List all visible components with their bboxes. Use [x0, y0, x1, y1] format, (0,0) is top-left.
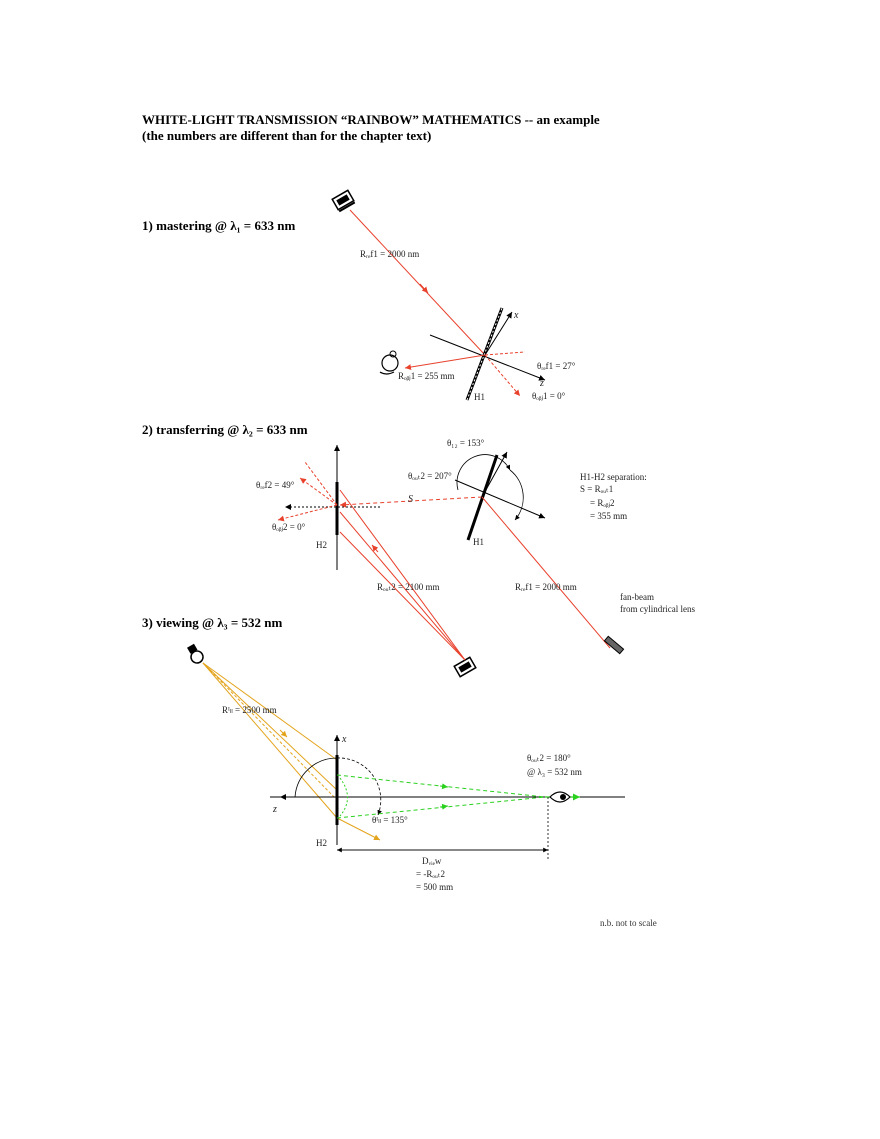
- separation-beam: [339, 496, 483, 508]
- label-s: S: [408, 494, 413, 505]
- label-h1-b: H1: [473, 537, 484, 547]
- axis-z-1: [429, 334, 546, 381]
- label-theta-ref1: θᵣₑf1 = 27°: [537, 361, 576, 371]
- label-r-ref1: Rᵣₑf1 = 2000 nm: [360, 249, 419, 259]
- label-fanbeam-2: from cylindrical lens: [620, 604, 695, 614]
- label-fanbeam-1: fan-beam: [620, 592, 654, 602]
- label-x-c: x: [341, 734, 347, 745]
- laser-icon-2: [453, 656, 477, 678]
- section-mastering: Rᵣₑf1 = 2000 nm Rₒᵦⱼ1 = 255 mm θᵣₑf1 = 2…: [331, 189, 576, 402]
- label-h2-c: H2: [316, 838, 327, 848]
- label-theta-obj1: θₒᵦⱼ1 = 0°: [532, 391, 566, 401]
- label-theta-12: θ₁₂ = 153°: [447, 438, 485, 448]
- object-icon: [379, 350, 399, 375]
- step-1-heading: 1) mastering @ λ₁ = 633 nm: [142, 218, 296, 233]
- label-lambda3: @ λ₃ = 532 nm: [527, 767, 582, 777]
- label-h1-a: H1: [474, 392, 485, 402]
- cylindrical-lens-icon: [603, 635, 625, 655]
- label-separation-4: = 355 mm: [590, 511, 627, 521]
- label-z-c: z: [272, 804, 277, 815]
- reference-beam-1: [349, 209, 486, 356]
- label-dview-1: Dᵥᵢₑw: [422, 856, 442, 866]
- label-separation-1: H1-H2 separation:: [580, 472, 647, 482]
- reference-beam-2: [481, 496, 611, 649]
- label-dview-2: = -Rₒᵤₜ2: [416, 869, 445, 879]
- label-r-obj1: Rₒᵦⱼ1 = 255 mm: [398, 371, 455, 381]
- label-theta-out2: θₒᵤₜ2 = 207°: [408, 471, 452, 481]
- label-separation-2: S = Rₒᵤₜ1: [580, 484, 613, 494]
- lamp-icon: [187, 643, 204, 664]
- object-beam-1: [404, 354, 486, 370]
- step-2-heading: 2) transferring @ λ₂ = 633 nm: [142, 422, 308, 437]
- step-3-heading: 3) viewing @ λ₃ = 532 nm: [142, 615, 283, 630]
- label-z-a: z: [539, 378, 544, 389]
- label-x-a: x: [513, 310, 519, 321]
- label-r-ref1b: Rᵣₑf1 = 2000 mm: [515, 582, 577, 592]
- label-separation-3: = Rₒᵦⱼ2: [590, 498, 615, 508]
- section-transferring: θᵣₑf2 = 49° θₒᵦⱼ2 = 0° H2 θ₁₂ = 153° θₒᵤ…: [256, 438, 695, 678]
- label-theta-obj2: θₒᵦⱼ2 = 0°: [272, 522, 306, 532]
- laser-icon: [331, 189, 356, 213]
- label-theta-ref2: θᵣₑf2 = 49°: [256, 480, 295, 490]
- label-theta-out3: θₒᵤₜ2 = 180°: [527, 753, 571, 763]
- label-r-out2: Rₒᵤₜ2 = 2100 mm: [377, 582, 440, 592]
- page-subtitle: (the numbers are different than for the …: [142, 128, 432, 143]
- label-dview-3: = 500 mm: [416, 882, 453, 892]
- label-r-ill: Rᴵₗₗ = 2500 mm: [222, 705, 277, 715]
- label-theta-ill: θᴵₗₗ = 135°: [372, 815, 408, 825]
- axis-x-1: [484, 311, 513, 356]
- eye-icon: [549, 791, 571, 803]
- page-title: WHITE-LIGHT TRANSMISSION “RAINBOW” MATHE…: [142, 112, 600, 127]
- label-h2-b: H2: [316, 540, 327, 550]
- axis-z-2: [454, 479, 546, 519]
- footnote: n.b. not to scale: [600, 918, 657, 928]
- section-viewing: Rᴵₗₗ = 2500 mm θₒᵤₜ2 = 180° @ λ₃ = 532 n…: [187, 643, 625, 892]
